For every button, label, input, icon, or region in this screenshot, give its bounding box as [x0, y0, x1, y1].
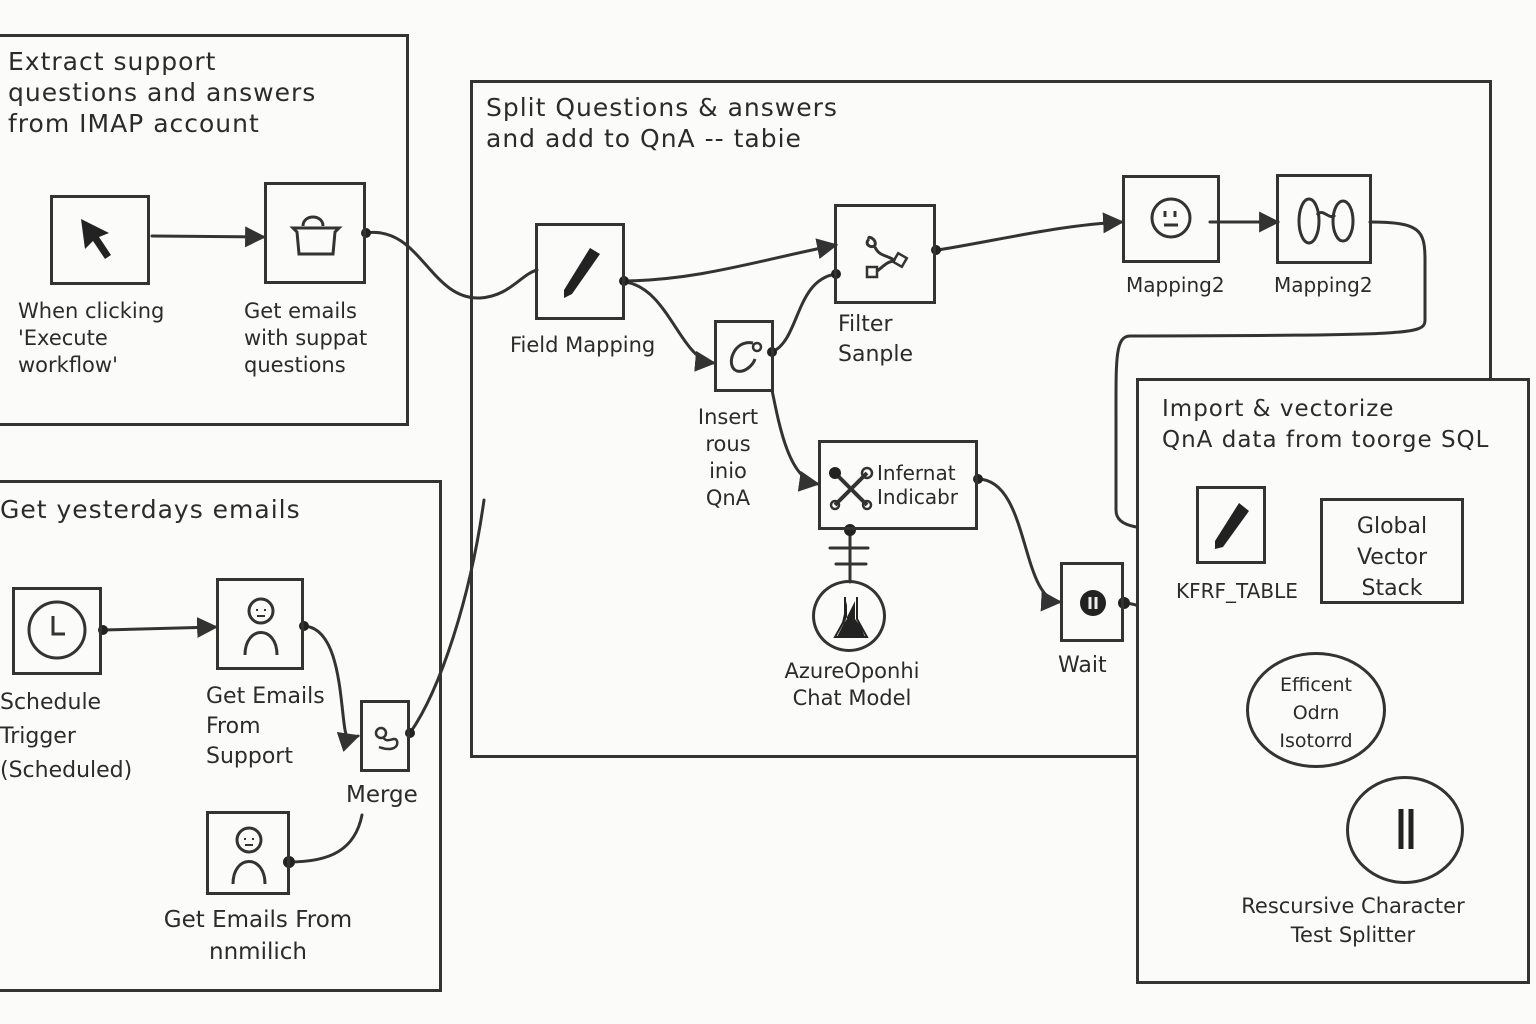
node-filter-sample[interactable] [834, 204, 936, 304]
edge-getemails-to-merge [302, 624, 360, 752]
node-insert-rows[interactable] [714, 320, 774, 392]
edge-nnmilich-to-merge [287, 813, 364, 864]
pencil-icon [564, 248, 600, 298]
group-split-title: Split Questions & answers and add to QnA… [486, 93, 838, 153]
edge-insert-to-extractor [770, 388, 821, 492]
node-global-vector-stack[interactable]: Global Vector Stack [1320, 498, 1464, 604]
pencil-icon [1215, 503, 1249, 549]
group-import-title: Import & vectorize QnA data from toorge … [1162, 396, 1490, 453]
edge-insert-to-filter [770, 272, 838, 354]
node-schedule-trigger[interactable] [12, 587, 102, 675]
basket-icon [289, 215, 343, 256]
pause-icon [1080, 590, 1106, 616]
edge-fieldmapping-to-filter [622, 238, 839, 283]
node-azure-openai-chat-model[interactable] [812, 580, 886, 652]
node-get-emails-nnmilich-label: Get Emails From nnmilich [163, 907, 353, 965]
group-yesterday-title: Get yesterdays emails [0, 495, 301, 524]
node-mapping2-a-label: Mapping2 [1126, 273, 1225, 297]
node-efficient-odrn[interactable]: Efficent Odrn Isotorrd [1246, 652, 1386, 768]
node-get-emails-support-questions-label: Get emails with suppat questions [244, 299, 368, 377]
cursor-icon [81, 219, 111, 259]
node-mapping2-a[interactable] [1122, 175, 1220, 263]
edge-merge-to-split [408, 498, 486, 735]
node-get-emails-from-support-label: Get Emails From Support [206, 684, 325, 769]
node-insert-rows-label: Insert rous inio QnA [697, 405, 759, 510]
node-get-emails-from-support[interactable] [216, 578, 304, 670]
node-efficient-odrn-label: Efficent Odrn Isotorrd [1279, 674, 1353, 752]
node-mapping2-b[interactable] [1276, 174, 1372, 264]
node-global-vector-stack-label: Global Vector Stack [1356, 514, 1428, 601]
node-kfrf-table[interactable] [1196, 486, 1266, 564]
node-recursive-splitter-label: Rescursive Character Test Splitter [1241, 894, 1465, 947]
flask-icon [833, 597, 869, 638]
node-manual-trigger[interactable] [50, 195, 150, 285]
group-extract-title: Extract support questions and answers fr… [8, 47, 317, 138]
edge-extractor-to-azure [828, 528, 870, 584]
node-field-mapping-label: Field Mapping [510, 333, 656, 357]
node-merge-label: Merge [346, 782, 418, 808]
loops-icon [1297, 197, 1355, 245]
edge-mapping2b-to-kfrf [1114, 220, 1427, 541]
node-wait-label: Wait [1058, 653, 1107, 678]
node-mapping2-b-label: Mapping2 [1274, 273, 1373, 297]
node-merge[interactable] [360, 700, 410, 772]
node-field-mapping[interactable] [535, 223, 625, 320]
node-kfrf-table-label: KFRF_TABLE [1176, 579, 1298, 603]
node-wait[interactable] [1060, 562, 1124, 642]
node-get-emails-support-questions[interactable] [264, 182, 366, 284]
merge-icon [374, 726, 399, 751]
node-azure-openai-label: AzureOponhi Chat Model [784, 659, 920, 710]
node-information-extractor[interactable]: Infernat Indicabr [818, 440, 978, 530]
edge-getemails-to-fieldmapping [364, 230, 539, 300]
edge-manual-to-getemails [150, 226, 267, 248]
hook-icon [730, 341, 763, 373]
face-icon [1150, 197, 1192, 239]
person-icon [243, 597, 279, 656]
clock-icon [27, 600, 87, 660]
node-schedule-trigger-label: Schedule Trigger (Scheduled) [0, 690, 133, 783]
node-filter-sample-label: Filter Sanple [838, 312, 914, 367]
group-yesterday-emails [0, 480, 442, 992]
node-manual-trigger-label: When clicking 'Execute workflow' [18, 299, 165, 377]
crossed-tools-icon [829, 466, 874, 511]
edge-fieldmapping-to-insert [624, 280, 717, 372]
edge-schedule-to-getemails [101, 617, 219, 638]
person-icon [231, 826, 267, 885]
node-information-extractor-label: Infernat Indicabr [877, 461, 958, 509]
double-bar-icon [1398, 809, 1414, 849]
group-extract-support [0, 34, 409, 426]
node-recursive-splitter[interactable] [1346, 776, 1464, 884]
node-get-emails-nnmilich[interactable] [206, 811, 290, 895]
edge-extractor-to-wait [976, 477, 1063, 612]
branch-icon [865, 235, 909, 279]
edge-filter-to-mapping2a [936, 212, 1125, 252]
